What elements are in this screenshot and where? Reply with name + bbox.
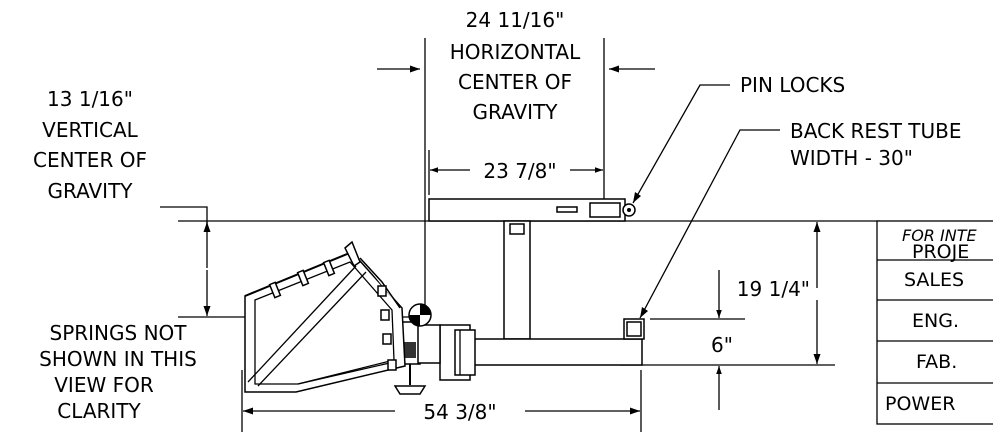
basket-diagonal-1 (247, 265, 357, 383)
post-cap (509, 223, 525, 235)
basket-body (244, 251, 406, 393)
arm-receiver (589, 202, 621, 218)
basket-diagonal-2 (257, 271, 367, 387)
title-block: FOR INTE PROJE SALES ENG. FAB. POWER (876, 220, 993, 425)
back-rest-label-1: BACK REST TUBE (790, 119, 962, 143)
overall-height-dim: 19 1/4" (737, 277, 810, 301)
springs-note-2: SHOWN IN THIS (39, 347, 197, 371)
overall-length-dim: 54 3/8" (423, 400, 496, 424)
mount-plate-inner (454, 329, 476, 376)
vertical-cog-value: 13 1/16" (47, 87, 133, 111)
title-block-header-1: FOR INTE (902, 226, 977, 245)
arm-slot (556, 206, 578, 213)
clip-1 (268, 281, 282, 299)
horizontal-cog-label-2: CENTER OF (458, 70, 572, 94)
bottom-tube (449, 338, 643, 366)
foot-pad (393, 385, 427, 395)
spring-block-dark (404, 342, 416, 358)
title-block-header-2: PROJE (912, 241, 969, 263)
springs-note-1: SPRINGS NOT (50, 321, 188, 345)
side-clip-4 (387, 359, 397, 371)
horizontal-cog-label-1: HORIZONTAL (450, 40, 581, 64)
clip-2 (296, 269, 310, 287)
spring-housing (417, 324, 441, 364)
title-block-power: POWER (885, 393, 955, 415)
side-clip-1 (377, 285, 387, 297)
vertical-post (503, 220, 531, 340)
arm-length-dim: 23 7/8" (483, 159, 556, 183)
vertical-cog-label-3: GRAVITY (48, 179, 134, 203)
pin-locks-label: PIN LOCKS (740, 73, 845, 97)
basket-hinge-top (344, 240, 361, 268)
cog-quadrant-1 (420, 304, 431, 315)
back-rest-label-2: WIDTH - 30" (790, 146, 913, 170)
vertical-cog-leader (160, 206, 208, 226)
vertical-cog-label-1: VERTICAL (42, 118, 139, 142)
back-rest-arrowhead (640, 307, 648, 318)
back-rest-leader (639, 129, 780, 319)
pin-locks-leader (632, 84, 730, 204)
side-clip-3 (382, 333, 392, 345)
title-block-fab: FAB. (916, 351, 957, 373)
pin-locks-arrowhead (633, 192, 641, 203)
back-rest-tube-inner (626, 321, 642, 337)
horizontal-cog-value: 24 11/16" (466, 8, 565, 32)
pin-lock-center (627, 208, 631, 212)
basket-side-rail (359, 257, 401, 309)
cog-quadrant-2 (409, 315, 420, 326)
springs-note-3: VIEW FOR (54, 373, 154, 397)
clip-3 (322, 259, 336, 277)
title-block-eng: ENG. (912, 310, 959, 332)
title-block-sales: SALES (904, 269, 964, 291)
springs-note-4: CLARITY (57, 399, 141, 423)
hitch-assembly (244, 198, 645, 395)
vertical-cog-label-2: CENTER OF (33, 148, 147, 172)
side-clip-2 (380, 309, 390, 321)
horizontal-cog-label-3: GRAVITY (473, 100, 559, 124)
tube-height-dim: 6" (711, 333, 733, 357)
basket-bottom-rail (297, 361, 395, 385)
